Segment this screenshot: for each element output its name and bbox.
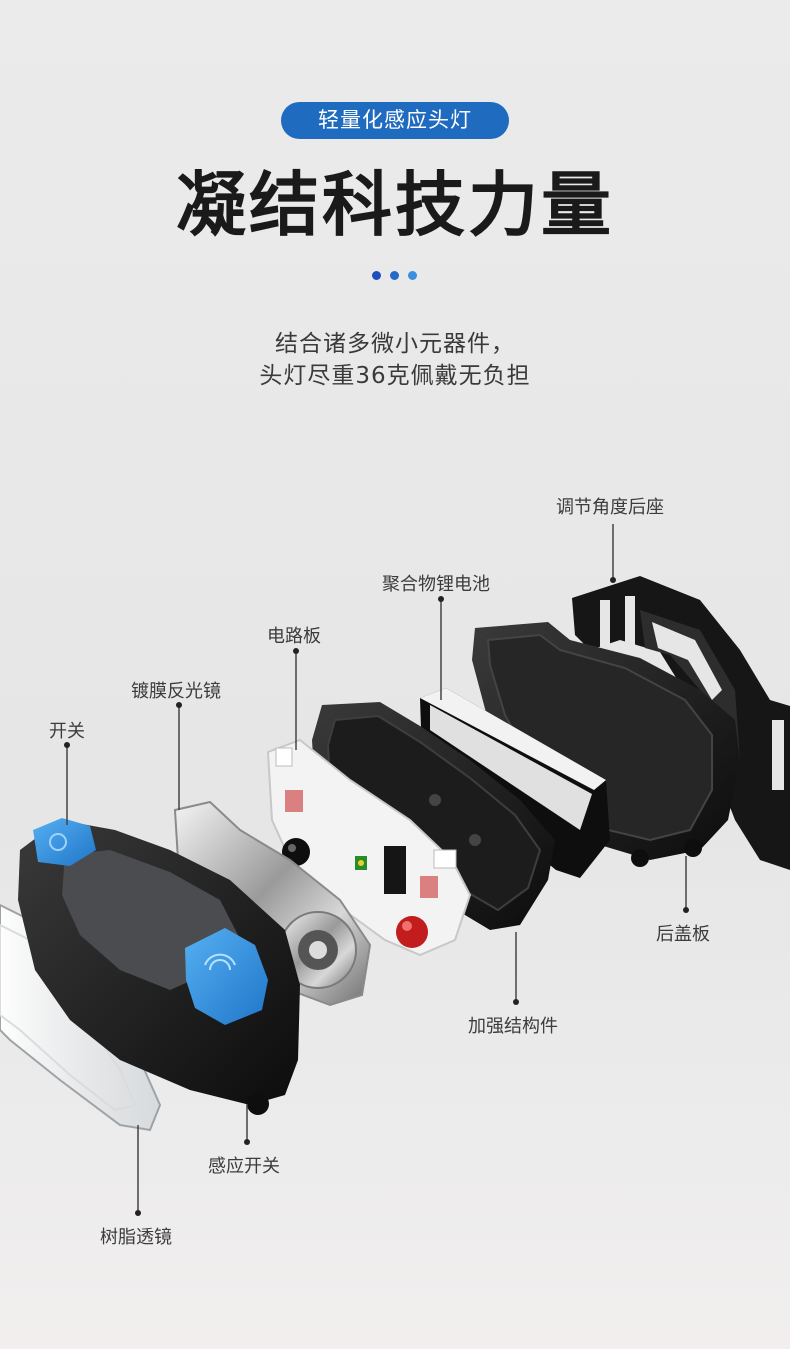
label-sensor-switch: 感应开关 [208, 1156, 280, 1177]
description-line-1: 结合诸多微小元器件， [275, 331, 515, 357]
leader-dot-battery [438, 596, 444, 602]
label-adjust-seat: 调节角度后座 [556, 497, 664, 518]
label-back-cover: 后盖板 [656, 924, 710, 945]
label-reflector: 镀膜反光镜 [131, 681, 221, 702]
leader-dot-adjust-seat [610, 577, 616, 583]
label-reinforcement: 加强结构件 [468, 1016, 558, 1037]
product-badge: 轻量化感应头灯 [281, 102, 509, 139]
decorative-dots [372, 271, 418, 281]
dot-3 [408, 271, 417, 280]
battery-part [420, 688, 610, 878]
label-resin-lens: 树脂透镜 [100, 1227, 172, 1248]
leader-dot-sensor-switch [244, 1139, 250, 1145]
label-circuit-board: 电路板 [267, 626, 321, 647]
leader-lines [66, 524, 687, 1213]
dot-2 [390, 271, 399, 280]
leader-dot-resin-lens [135, 1210, 141, 1216]
page-title: 凝结科技力量 [176, 164, 614, 246]
sensor-switch-button [185, 928, 268, 1025]
dot-1 [372, 271, 381, 280]
front-housing-part [18, 818, 300, 1115]
leader-dot-reflector [176, 702, 182, 708]
leader-dot-back-cover [683, 907, 689, 913]
label-battery: 聚合物锂电池 [382, 574, 490, 595]
label-switch: 开关 [49, 721, 85, 742]
reflector-part [173, 800, 372, 1007]
leader-dots [64, 577, 689, 1216]
description-line-2: 头灯尽重36克佩戴无负担 [259, 363, 531, 389]
leader-dot-reinforcement [513, 999, 519, 1005]
leader-dot-circuit-board [293, 648, 299, 654]
leader-dot-switch [64, 742, 70, 748]
switch-button [33, 818, 96, 866]
